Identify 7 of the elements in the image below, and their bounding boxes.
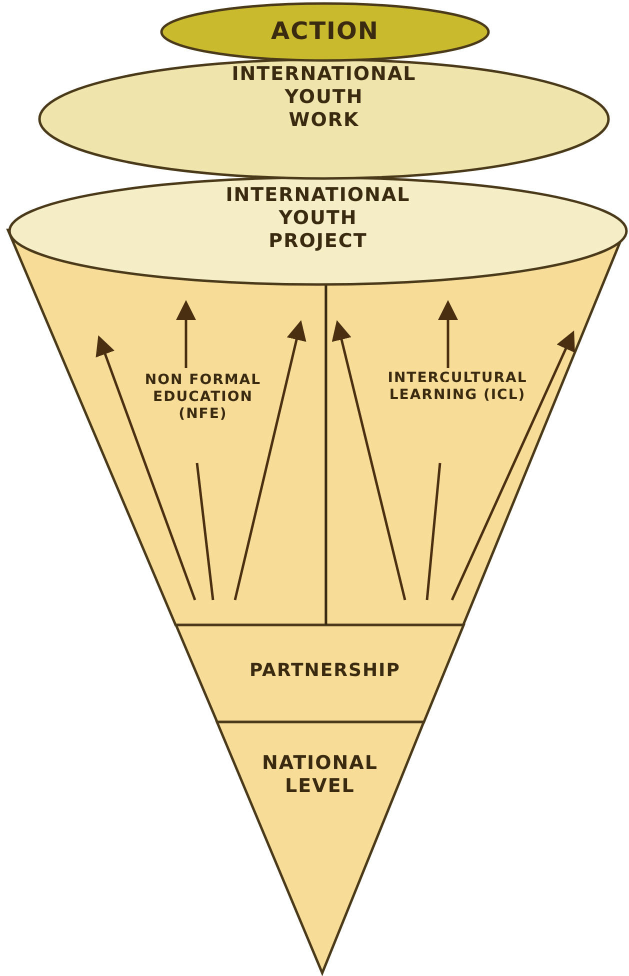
node-label: NATIONAL LEVEL bbox=[260, 752, 379, 798]
node-label: PARTNERSHIP bbox=[248, 660, 402, 682]
node-label: INTERNATIONAL YOUTH WORK bbox=[230, 63, 418, 132]
node-label: NON FORMAL EDUCATION (NFE) bbox=[144, 372, 262, 422]
node-label: INTERCULTURAL LEARNING (ICL) bbox=[386, 370, 528, 404]
node-label: INTERNATIONAL YOUTH PROJECT bbox=[224, 184, 412, 252]
node-label: ACTION bbox=[270, 17, 380, 46]
